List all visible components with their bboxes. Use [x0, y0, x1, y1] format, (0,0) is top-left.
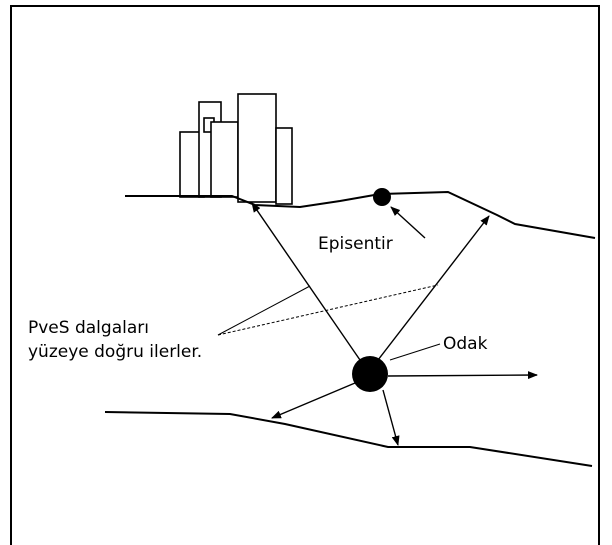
waves-label-line1: PveS dalgaları: [28, 318, 149, 338]
building: [237, 93, 277, 203]
building: [275, 127, 293, 205]
epicenter-dot: [373, 188, 391, 206]
focus-label: Odak: [443, 334, 488, 354]
rock-layer-line: [104, 411, 593, 467]
waves-leader-line-dashed: [217, 284, 439, 336]
building: [210, 121, 239, 198]
waves-leader-line: [217, 285, 311, 336]
waves-label-line2: yüzeye doğru ilerler.: [28, 342, 202, 362]
wave-arrows: [251, 202, 538, 446]
epicenter-leader-arrow: [390, 206, 426, 239]
ground-surface-line: [125, 190, 596, 239]
wave-arrow-up-right: [377, 215, 490, 361]
city-buildings: [179, 93, 293, 205]
wave-arrow-down: [382, 389, 400, 446]
wave-arrow-down-left: [271, 382, 356, 419]
figure-frame: [10, 5, 600, 545]
focus-leader-line: [389, 343, 441, 361]
wave-arrow-right: [387, 371, 538, 380]
wave-arrow-up-left: [251, 202, 361, 361]
epicenter-label: Episentir: [318, 234, 393, 254]
focus-dot: [352, 356, 388, 392]
